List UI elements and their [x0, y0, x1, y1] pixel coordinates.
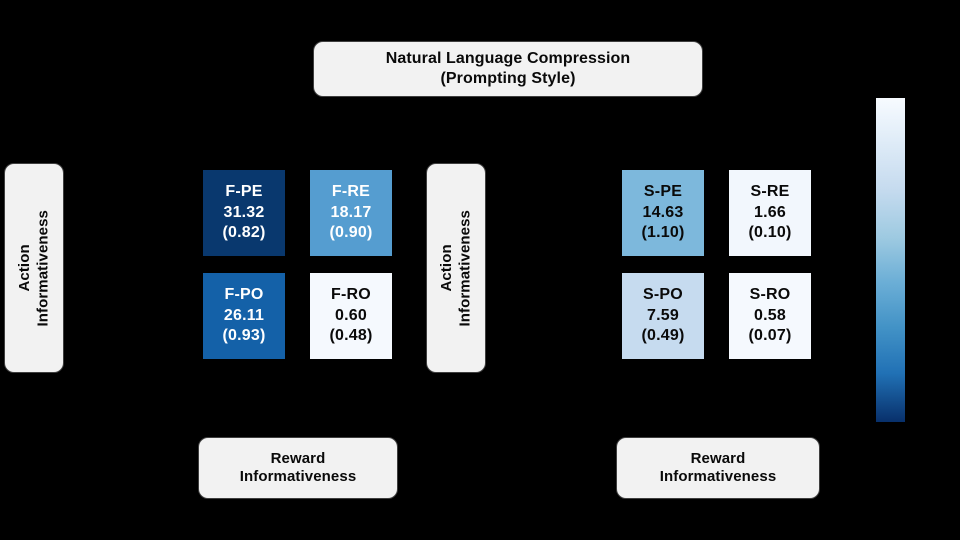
cell-error: (1.10): [641, 224, 685, 242]
cell-error: (0.48): [329, 327, 373, 345]
heatmap-cell-s-po: S-PO 7.59 (0.49): [622, 273, 704, 359]
heatmap-cell-s-pe: S-PE 14.63 (1.10): [622, 170, 704, 256]
heatmap-cell-s-ro: S-RO 0.58 (0.07): [729, 273, 811, 359]
cell-value: 0.58: [754, 306, 786, 324]
heatmap-cell-f-po: F-PO 26.11 (0.93): [203, 273, 285, 359]
axis-label-text: Action Informativeness: [437, 209, 473, 327]
axis-label-text: Action Informativeness: [15, 209, 51, 327]
page-title-text: Natural Language Compression (Prompting …: [385, 50, 631, 87]
heatmap-cell-f-re: F-RE 18.17 (0.90): [310, 170, 392, 256]
cell-value: 26.11: [223, 306, 265, 324]
cell-label: F-PE: [225, 183, 263, 201]
heatmap-cell-f-pe: F-PE 31.32 (0.82): [203, 170, 285, 256]
cell-label: F-PO: [224, 286, 264, 304]
cell-value: 18.17: [330, 203, 372, 221]
axis-label-action-informativeness-left: Action Informativeness: [4, 163, 64, 373]
cell-label: F-RO: [331, 286, 371, 304]
page-title: Natural Language Compression (Prompting …: [313, 41, 703, 97]
cell-error: (0.10): [748, 224, 792, 242]
axis-label-text: Reward Informativeness: [659, 449, 777, 485]
cell-value: 14.63: [642, 203, 684, 221]
axis-label-reward-informativeness-left: Reward Informativeness: [198, 437, 398, 499]
cell-error: (0.49): [641, 327, 685, 345]
cell-error: (0.82): [222, 224, 266, 242]
cell-value: 7.59: [647, 306, 679, 324]
cell-value: 31.32: [223, 203, 265, 221]
colorbar: [876, 98, 905, 422]
axis-label-reward-informativeness-right: Reward Informativeness: [616, 437, 820, 499]
cell-error: (0.07): [748, 327, 792, 345]
cell-error: (0.90): [329, 224, 373, 242]
cell-label: S-PE: [643, 183, 683, 201]
cell-label: S-PO: [643, 286, 683, 304]
cell-value: 1.66: [754, 203, 786, 221]
cell-label: S-RE: [750, 183, 790, 201]
heatmap-cell-s-re: S-RE 1.66 (0.10): [729, 170, 811, 256]
cell-error: (0.93): [222, 327, 266, 345]
cell-value: 0.60: [335, 306, 367, 324]
cell-label: F-RE: [331, 183, 371, 201]
heatmap-cell-f-ro: F-RO 0.60 (0.48): [310, 273, 392, 359]
cell-label: S-RO: [749, 286, 791, 304]
axis-label-action-informativeness-right: Action Informativeness: [426, 163, 486, 373]
axis-label-text: Reward Informativeness: [239, 449, 357, 485]
